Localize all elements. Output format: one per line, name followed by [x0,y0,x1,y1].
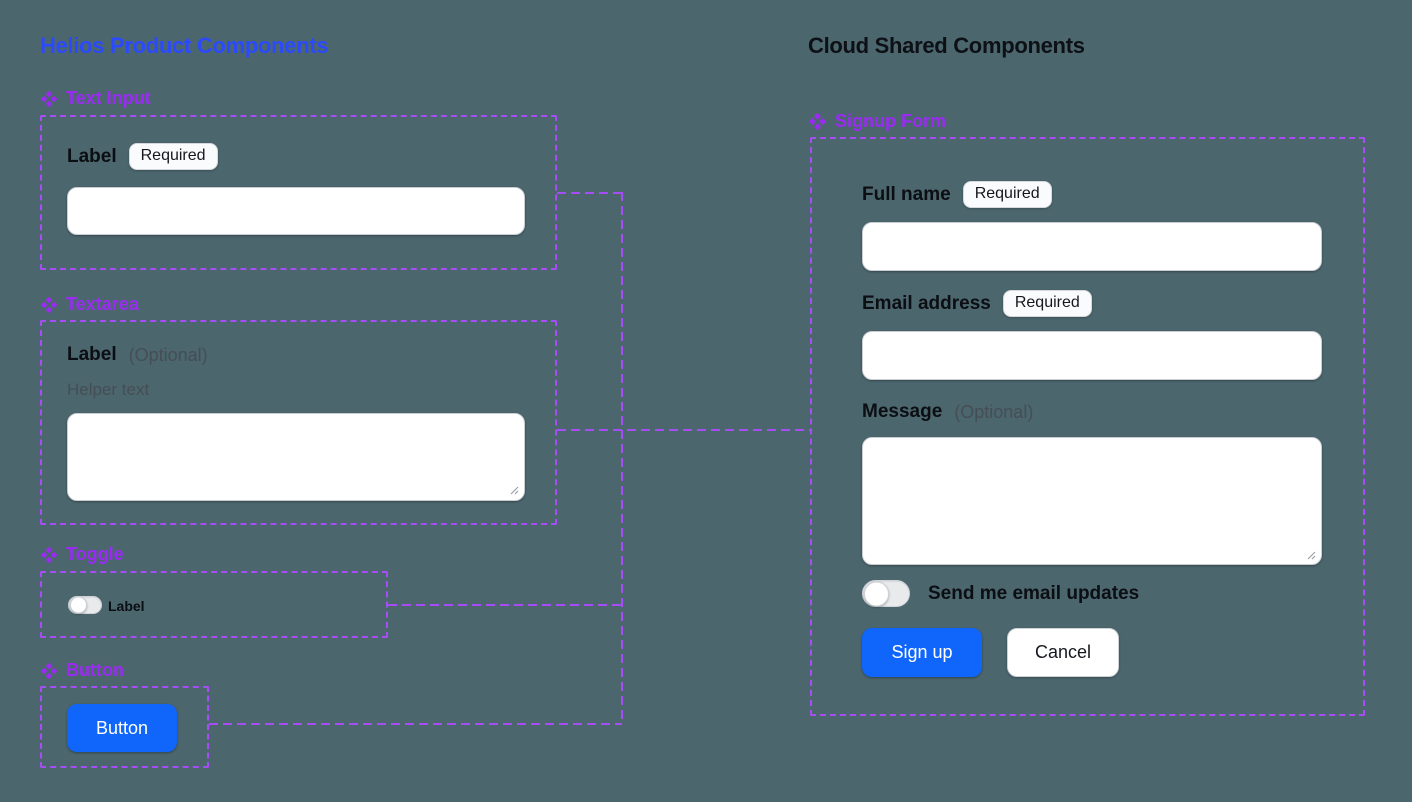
connector-toggle [388,604,622,606]
cancel-button[interactable]: Cancel [1007,628,1119,677]
component-diamond-icon [40,296,58,314]
helios-title: Helios Product Components [40,33,329,58]
cloud-title: Cloud Shared Components [808,33,1085,58]
field-label-text: Email address [862,292,991,314]
textarea-component-outline: Label (Optional) Helper text [40,320,557,525]
textarea-label-row: Label (Optional) [67,344,208,366]
toggle-knob [864,581,889,606]
full-name-input[interactable] [862,222,1322,271]
message-label-row: Message (Optional) [862,401,1033,423]
signup-form-component-outline: Full name Required Email address Require… [810,137,1365,716]
required-badge: Required [1002,290,1092,317]
component-header-signup-form: Signup Form [808,111,946,132]
connector-text-input [557,192,622,194]
component-name-label: Text Input [66,88,151,108]
text-input-component-outline: Label Required [40,115,557,270]
email-input[interactable] [862,331,1322,380]
toggle-knob [70,596,87,614]
helper-text: Helper text [67,380,150,399]
component-diamond-icon [808,112,827,131]
component-header-button: Button [40,660,124,681]
component-diamond-icon [40,90,58,108]
component-name-label: Textarea [66,294,139,314]
component-name-label: Toggle [66,544,124,564]
primary-button[interactable]: Button [67,704,177,752]
field-label-text: Full name [862,183,951,205]
text-input-field[interactable] [67,187,525,235]
component-diamond-icon [40,546,58,564]
connector-textarea-to-signup [557,429,810,431]
required-badge: Required [128,143,218,170]
field-label-text: Label [67,145,117,167]
optional-text: (Optional) [128,344,208,365]
component-name-label: Signup Form [835,111,946,131]
component-header-toggle: Toggle [40,544,124,565]
required-badge: Required [962,181,1052,208]
text-input-label-row: Label Required [67,143,218,170]
toggle-switch[interactable] [68,596,102,614]
toggle-label: Label [108,598,145,614]
connector-button [209,723,622,725]
component-header-textarea: Textarea [40,294,139,315]
component-diamond-icon [40,662,58,680]
full-name-label-row: Full name Required [862,181,1052,208]
email-label-row: Email address Required [862,290,1092,317]
component-header-text-input: Text Input [40,88,151,109]
field-label-text: Message [862,401,943,422]
connector-bus-vertical [621,192,623,724]
email-updates-label: Send me email updates [928,583,1140,604]
toggle-component-outline: Label [40,571,388,638]
email-updates-toggle[interactable] [862,580,910,607]
field-label-text: Label [67,344,117,365]
button-component-outline: Button [40,686,209,768]
optional-text: (Optional) [954,401,1034,422]
message-textarea[interactable] [862,437,1322,565]
textarea-field[interactable] [67,413,525,501]
sign-up-button[interactable]: Sign up [862,628,982,677]
component-name-label: Button [66,660,124,680]
